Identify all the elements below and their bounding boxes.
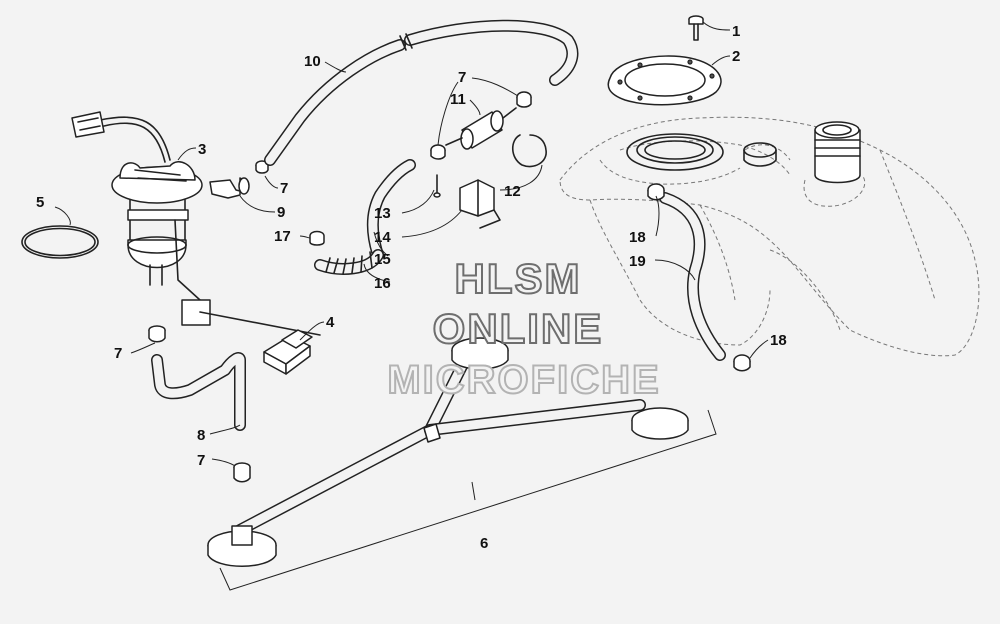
vent-line-assembly bbox=[207, 337, 717, 591]
vent-hose-clamp-upper bbox=[647, 183, 665, 201]
callout-18-upper: 18 bbox=[629, 229, 646, 246]
watermark-line-2: ONLINE bbox=[432, 304, 604, 353]
tank-filler-neck bbox=[803, 121, 866, 207]
tank-cap-boss bbox=[743, 142, 777, 167]
callout-7-lower: 7 bbox=[197, 452, 205, 469]
mounting-pin bbox=[433, 174, 441, 198]
filter-bracket bbox=[459, 179, 501, 229]
callout-3: 3 bbox=[198, 141, 206, 158]
callout-1: 1 bbox=[732, 23, 740, 40]
tank-pump-opening bbox=[626, 133, 724, 171]
watermark-line-3: MICROFICHE bbox=[386, 357, 661, 403]
fuel-pump-assembly bbox=[71, 111, 321, 336]
callout-5: 5 bbox=[36, 194, 44, 211]
screw bbox=[688, 15, 704, 41]
callout-9: 9 bbox=[277, 204, 285, 221]
fuel-filter bbox=[445, 107, 517, 150]
hose-clamp-filter-right bbox=[516, 91, 532, 108]
callout-7-pump: 7 bbox=[114, 345, 122, 362]
small-hose-clamp bbox=[309, 230, 325, 246]
callout-19: 19 bbox=[629, 253, 646, 270]
callout-12: 12 bbox=[504, 183, 521, 200]
callout-labels: 1 2 3 4 5 6 7 7 7 7 8 9 10 11 12 13 14 1… bbox=[36, 23, 787, 552]
callout-17: 17 bbox=[274, 228, 291, 245]
callout-11: 11 bbox=[450, 91, 466, 108]
spring-clip bbox=[511, 134, 547, 168]
callout-8: 8 bbox=[197, 427, 205, 444]
callout-13: 13 bbox=[374, 205, 391, 222]
hose-clamp-lower bbox=[233, 462, 251, 483]
callout-4: 4 bbox=[326, 314, 335, 331]
hose-clamp-filter-left bbox=[430, 144, 446, 160]
callout-7-elbow: 7 bbox=[280, 180, 288, 197]
callout-18-lower: 18 bbox=[770, 332, 787, 349]
retaining-plate bbox=[607, 55, 722, 106]
callout-15: 15 bbox=[374, 251, 391, 268]
callout-6: 6 bbox=[480, 535, 488, 552]
electrical-connector bbox=[263, 329, 313, 375]
vent-hose-clamp-lower bbox=[733, 354, 751, 372]
return-hose bbox=[264, 19, 579, 166]
watermark-line-1: HLSM bbox=[454, 254, 582, 303]
hose-clamp-pump bbox=[148, 325, 166, 343]
corrugated-hose bbox=[314, 159, 416, 275]
callout-10: 10 bbox=[304, 53, 321, 70]
pump-outlet-hose bbox=[151, 352, 246, 431]
leader-lines bbox=[54, 21, 769, 501]
tank-vent-hose bbox=[659, 192, 726, 361]
elbow-fitting bbox=[209, 177, 250, 199]
o-ring-seal bbox=[21, 225, 99, 259]
callout-7-filter: 7 bbox=[458, 69, 466, 86]
callout-2: 2 bbox=[732, 48, 740, 65]
callout-14: 14 bbox=[374, 229, 391, 246]
callout-16: 16 bbox=[374, 275, 391, 292]
